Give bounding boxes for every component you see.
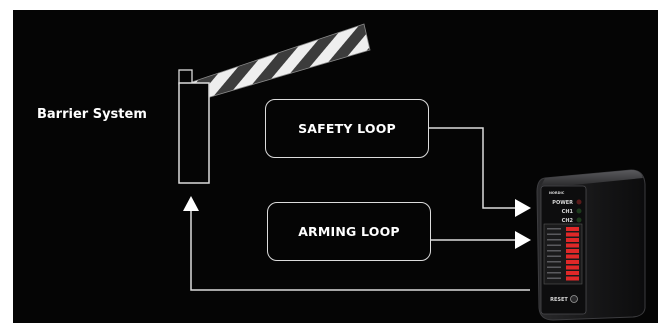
ch1-led xyxy=(576,208,582,214)
dip-switch xyxy=(566,260,579,264)
dip-switch-marking xyxy=(547,255,561,257)
arming-loop-connector xyxy=(431,231,531,249)
dip-switch xyxy=(566,271,579,275)
dip-switch-marking xyxy=(547,233,561,235)
ch1-indicator-label: CH1 xyxy=(562,209,574,215)
barrier-post xyxy=(178,69,210,184)
dip-switch xyxy=(566,254,579,259)
safety-loop-label: SAFETY LOOP xyxy=(298,121,396,136)
diagram-graphics: NORDIC POWER CH1 CH2 RESET xyxy=(178,23,646,321)
dip-switch-marking xyxy=(547,244,561,246)
dip-switch xyxy=(566,227,579,231)
reset-label: RESET xyxy=(550,297,568,303)
ch2-indicator-label: CH2 xyxy=(562,218,574,224)
dip-switch xyxy=(566,265,579,270)
dip-switch-marking xyxy=(547,266,561,268)
device-to-barrier-connector xyxy=(183,196,530,291)
arming-loop-box: ARMING LOOP xyxy=(267,202,431,261)
dip-switch-marking xyxy=(547,272,561,274)
safety-loop-connector xyxy=(429,127,531,217)
dip-switch xyxy=(566,232,579,237)
dip-switch xyxy=(566,276,579,281)
power-indicator-label: POWER xyxy=(552,200,573,206)
power-led xyxy=(576,199,582,205)
dip-switch-marking xyxy=(547,250,561,252)
svg-text:NORDIC: NORDIC xyxy=(549,191,565,195)
reset-button xyxy=(570,295,578,303)
diagram-canvas: NORDIC POWER CH1 CH2 RESET Barrier Syste… xyxy=(13,10,658,323)
barrier-arm-icon xyxy=(188,23,371,103)
dip-switch xyxy=(566,238,579,242)
dip-switch-scale xyxy=(547,228,561,279)
dip-switch xyxy=(566,243,579,248)
dip-switch-bank xyxy=(566,227,579,281)
dip-switch-marking xyxy=(547,228,561,230)
dip-switch-marking xyxy=(547,239,561,241)
barrier-system-label: Barrier System xyxy=(37,107,147,122)
arming-loop-label: ARMING LOOP xyxy=(298,224,400,239)
ch2-led xyxy=(576,217,582,223)
safety-loop-box: SAFETY LOOP xyxy=(265,99,429,158)
dip-switch xyxy=(566,249,579,253)
dip-switch-marking xyxy=(547,277,561,279)
loop-detector-device-icon: NORDIC POWER CH1 CH2 RESET xyxy=(536,169,646,321)
dip-switch-marking xyxy=(547,261,561,263)
